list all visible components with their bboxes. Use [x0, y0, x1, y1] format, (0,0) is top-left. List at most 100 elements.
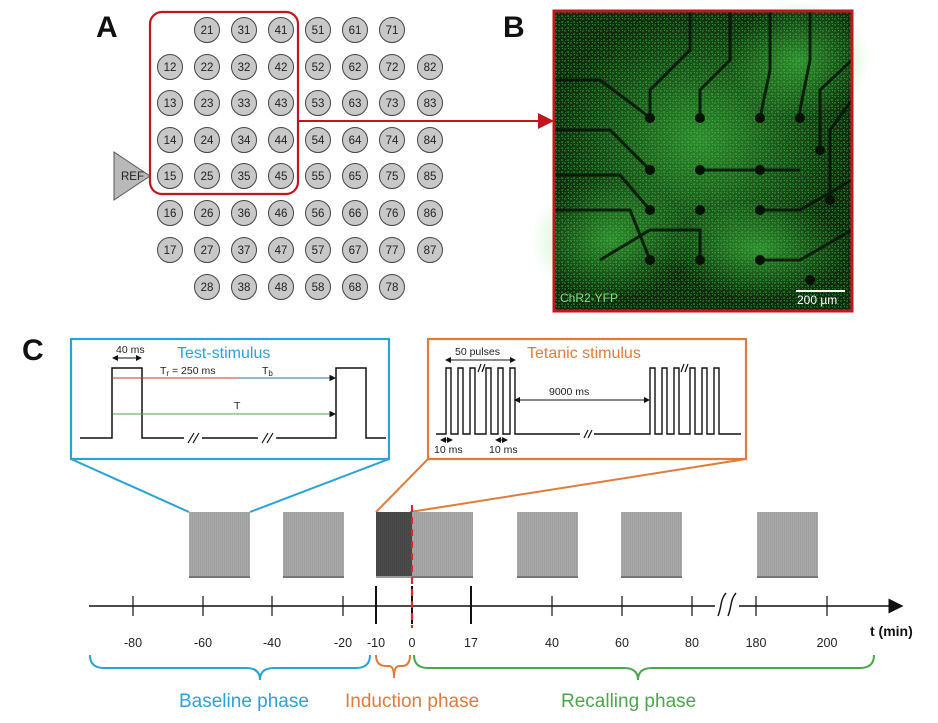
tb-label: Tb: [262, 365, 273, 378]
electrode-12: 12: [157, 54, 183, 80]
scale-bar-label: 200 µm: [797, 293, 837, 307]
electrode-label: 87: [424, 245, 437, 257]
electrode-label: 21: [201, 25, 214, 37]
electrode-26: 26: [194, 200, 220, 226]
baseline-block-2: [283, 512, 344, 578]
electrode-42: 42: [268, 54, 294, 80]
electrode-label: 17: [164, 245, 177, 257]
electrode-16: 16: [157, 200, 183, 226]
electrode-17: 17: [157, 237, 183, 263]
electrode-57: 57: [305, 237, 331, 263]
recall-block-2: [517, 512, 578, 578]
electrode-label: 86: [424, 208, 437, 220]
fluorescence-micrograph: [530, 0, 870, 313]
electrode-78: 78: [379, 274, 405, 300]
electrode-21: 21: [194, 17, 220, 43]
pulse-width-label-1: 10 ms: [434, 444, 463, 456]
electrode-56: 56: [305, 200, 331, 226]
electrode-label: 24: [201, 135, 214, 147]
axis-tick-label: 200: [817, 636, 838, 650]
electrode-73: 73: [379, 90, 405, 116]
electrode-67: 67: [342, 237, 368, 263]
electrode-label: 38: [238, 282, 251, 294]
electrode-label: 25: [201, 171, 214, 183]
recall-block-1: [412, 512, 473, 578]
train-gap-label: 9000 ms: [549, 386, 589, 398]
electrode-75: 75: [379, 163, 405, 189]
axis-tick-label: -60: [194, 636, 212, 650]
electrode-label: 32: [238, 62, 251, 74]
electrode-label: 37: [238, 245, 251, 257]
recalling-brace: [413, 654, 875, 681]
electrode-22: 22: [194, 54, 220, 80]
electrode-label: 72: [386, 62, 399, 74]
axis-tick-label: -10: [367, 636, 385, 650]
axis-tick-label: -80: [124, 636, 142, 650]
pulses-count-label: 50 pulses: [455, 346, 500, 358]
electrode-label: 65: [349, 171, 362, 183]
electrode-label: 57: [312, 245, 325, 257]
time-axis-label: t (min): [870, 623, 913, 639]
test-zoom-line-left: [70, 458, 190, 513]
electrode-label: 33: [238, 98, 251, 110]
baseline-brace: [89, 654, 371, 681]
electrode-label: 12: [164, 62, 177, 74]
electrode-label: 41: [275, 25, 288, 37]
electrode-label: 85: [424, 171, 437, 183]
axis-tick-label: 180: [746, 636, 767, 650]
electrode-84: 84: [417, 127, 443, 153]
axis-tick-label: 17: [464, 636, 478, 650]
electrode-45: 45: [268, 163, 294, 189]
electrode-25: 25: [194, 163, 220, 189]
selected-electrodes-frame: [148, 10, 300, 196]
electrode-38: 38: [231, 274, 257, 300]
electrode-27: 27: [194, 237, 220, 263]
electrode-61: 61: [342, 17, 368, 43]
electrode-label: 83: [424, 98, 437, 110]
electrode-label: 68: [349, 282, 362, 294]
panel-label-c: C: [22, 334, 44, 367]
electrode-label: 47: [275, 245, 288, 257]
electrode-85: 85: [417, 163, 443, 189]
electrode-label: 43: [275, 98, 288, 110]
baseline-phase-label: Baseline phase: [179, 691, 309, 712]
electrode-82: 82: [417, 54, 443, 80]
electrode-23: 23: [194, 90, 220, 116]
electrode-68: 68: [342, 274, 368, 300]
electrode-13: 13: [157, 90, 183, 116]
electrode-label: 27: [201, 245, 214, 257]
electrode-44: 44: [268, 127, 294, 153]
electrode-label: 73: [386, 98, 399, 110]
electrode-label: 46: [275, 208, 288, 220]
electrode-15: 15: [157, 163, 183, 189]
electrode-label: 66: [349, 208, 362, 220]
axis-tick-label: 80: [685, 636, 699, 650]
electrode-label: 82: [424, 62, 437, 74]
electrode-label: 44: [275, 135, 288, 147]
electrode-label: 52: [312, 62, 325, 74]
axis-tick-label: -20: [334, 636, 352, 650]
electrode-63: 63: [342, 90, 368, 116]
electrode-86: 86: [417, 200, 443, 226]
electrode-83: 83: [417, 90, 443, 116]
electrode-54: 54: [305, 127, 331, 153]
electrode-label: 77: [386, 245, 399, 257]
baseline-block-1: [189, 512, 250, 578]
electrode-32: 32: [231, 54, 257, 80]
electrode-41: 41: [268, 17, 294, 43]
recalling-phase-label: Recalling phase: [561, 691, 696, 712]
tetanic-zoom-line-right: [409, 458, 747, 513]
electrode-label: 16: [164, 208, 177, 220]
electrode-47: 47: [268, 237, 294, 263]
electrode-76: 76: [379, 200, 405, 226]
test-stimulus-box: Test-stimulus 40 ms Tr = 250 ms Tb T: [69, 337, 391, 461]
electrode-14: 14: [157, 127, 183, 153]
electrode-label: 26: [201, 208, 214, 220]
pulse-width-label-2: 10 ms: [489, 444, 518, 456]
electrode-label: 51: [312, 25, 325, 37]
electrode-label: 48: [275, 282, 288, 294]
electrode-35: 35: [231, 163, 257, 189]
electrode-label: 56: [312, 208, 325, 220]
electrode-label: 78: [386, 282, 399, 294]
electrode-label: 74: [386, 135, 399, 147]
